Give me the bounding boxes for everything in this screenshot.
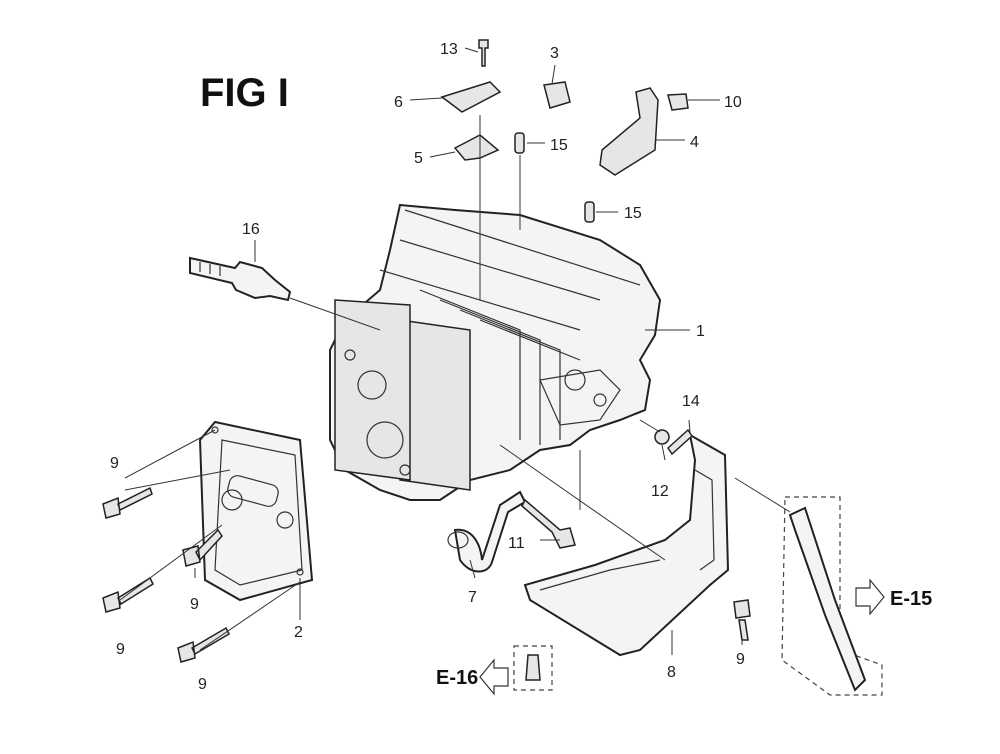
leader-lines — [119, 47, 791, 655]
figure-title: FIG I — [200, 71, 289, 115]
ref-e16-label: E-16 — [436, 667, 478, 689]
callout-3: 3 — [550, 45, 559, 62]
callout-11: 11 — [508, 535, 525, 552]
ref-e15-label: E-15 — [890, 588, 932, 610]
small-parts — [102, 39, 751, 663]
breather-tube — [447, 490, 527, 573]
cylinder-block — [329, 203, 662, 501]
callout-15-lower: 15 — [624, 205, 642, 222]
spark-plug — [189, 256, 292, 302]
callout-1: 1 — [696, 323, 705, 340]
arrow-e16-icon — [479, 658, 509, 696]
callout-12: 12 — [651, 483, 669, 500]
callout-8: 8 — [667, 664, 676, 681]
callout-9-top: 9 — [110, 455, 119, 472]
callout-16: 16 — [242, 221, 260, 238]
arrow-e15-icon — [855, 578, 885, 616]
reference-e16-box — [513, 645, 553, 691]
head-cover — [198, 420, 314, 602]
reference-e15-box — [781, 496, 883, 696]
callout-9-left: 9 — [116, 641, 125, 658]
callout-9-right: 9 — [736, 651, 745, 668]
callout-4: 4 — [690, 134, 699, 151]
callout-13: 13 — [440, 41, 458, 58]
callout-6: 6 — [394, 94, 403, 111]
callout-2: 2 — [294, 624, 303, 641]
callouts: 13 3 6 10 5 15 4 15 16 1 14 9 12 11 7 9 … — [110, 41, 745, 693]
callout-14: 14 — [682, 393, 700, 410]
callout-10: 10 — [724, 94, 742, 111]
callout-9-bottom: 9 — [198, 676, 207, 693]
callout-9-mid: 9 — [190, 596, 199, 613]
shroud-bracket — [523, 433, 730, 657]
callout-5: 5 — [414, 150, 423, 167]
callout-7: 7 — [468, 589, 477, 606]
callout-15-upper: 15 — [550, 137, 568, 154]
